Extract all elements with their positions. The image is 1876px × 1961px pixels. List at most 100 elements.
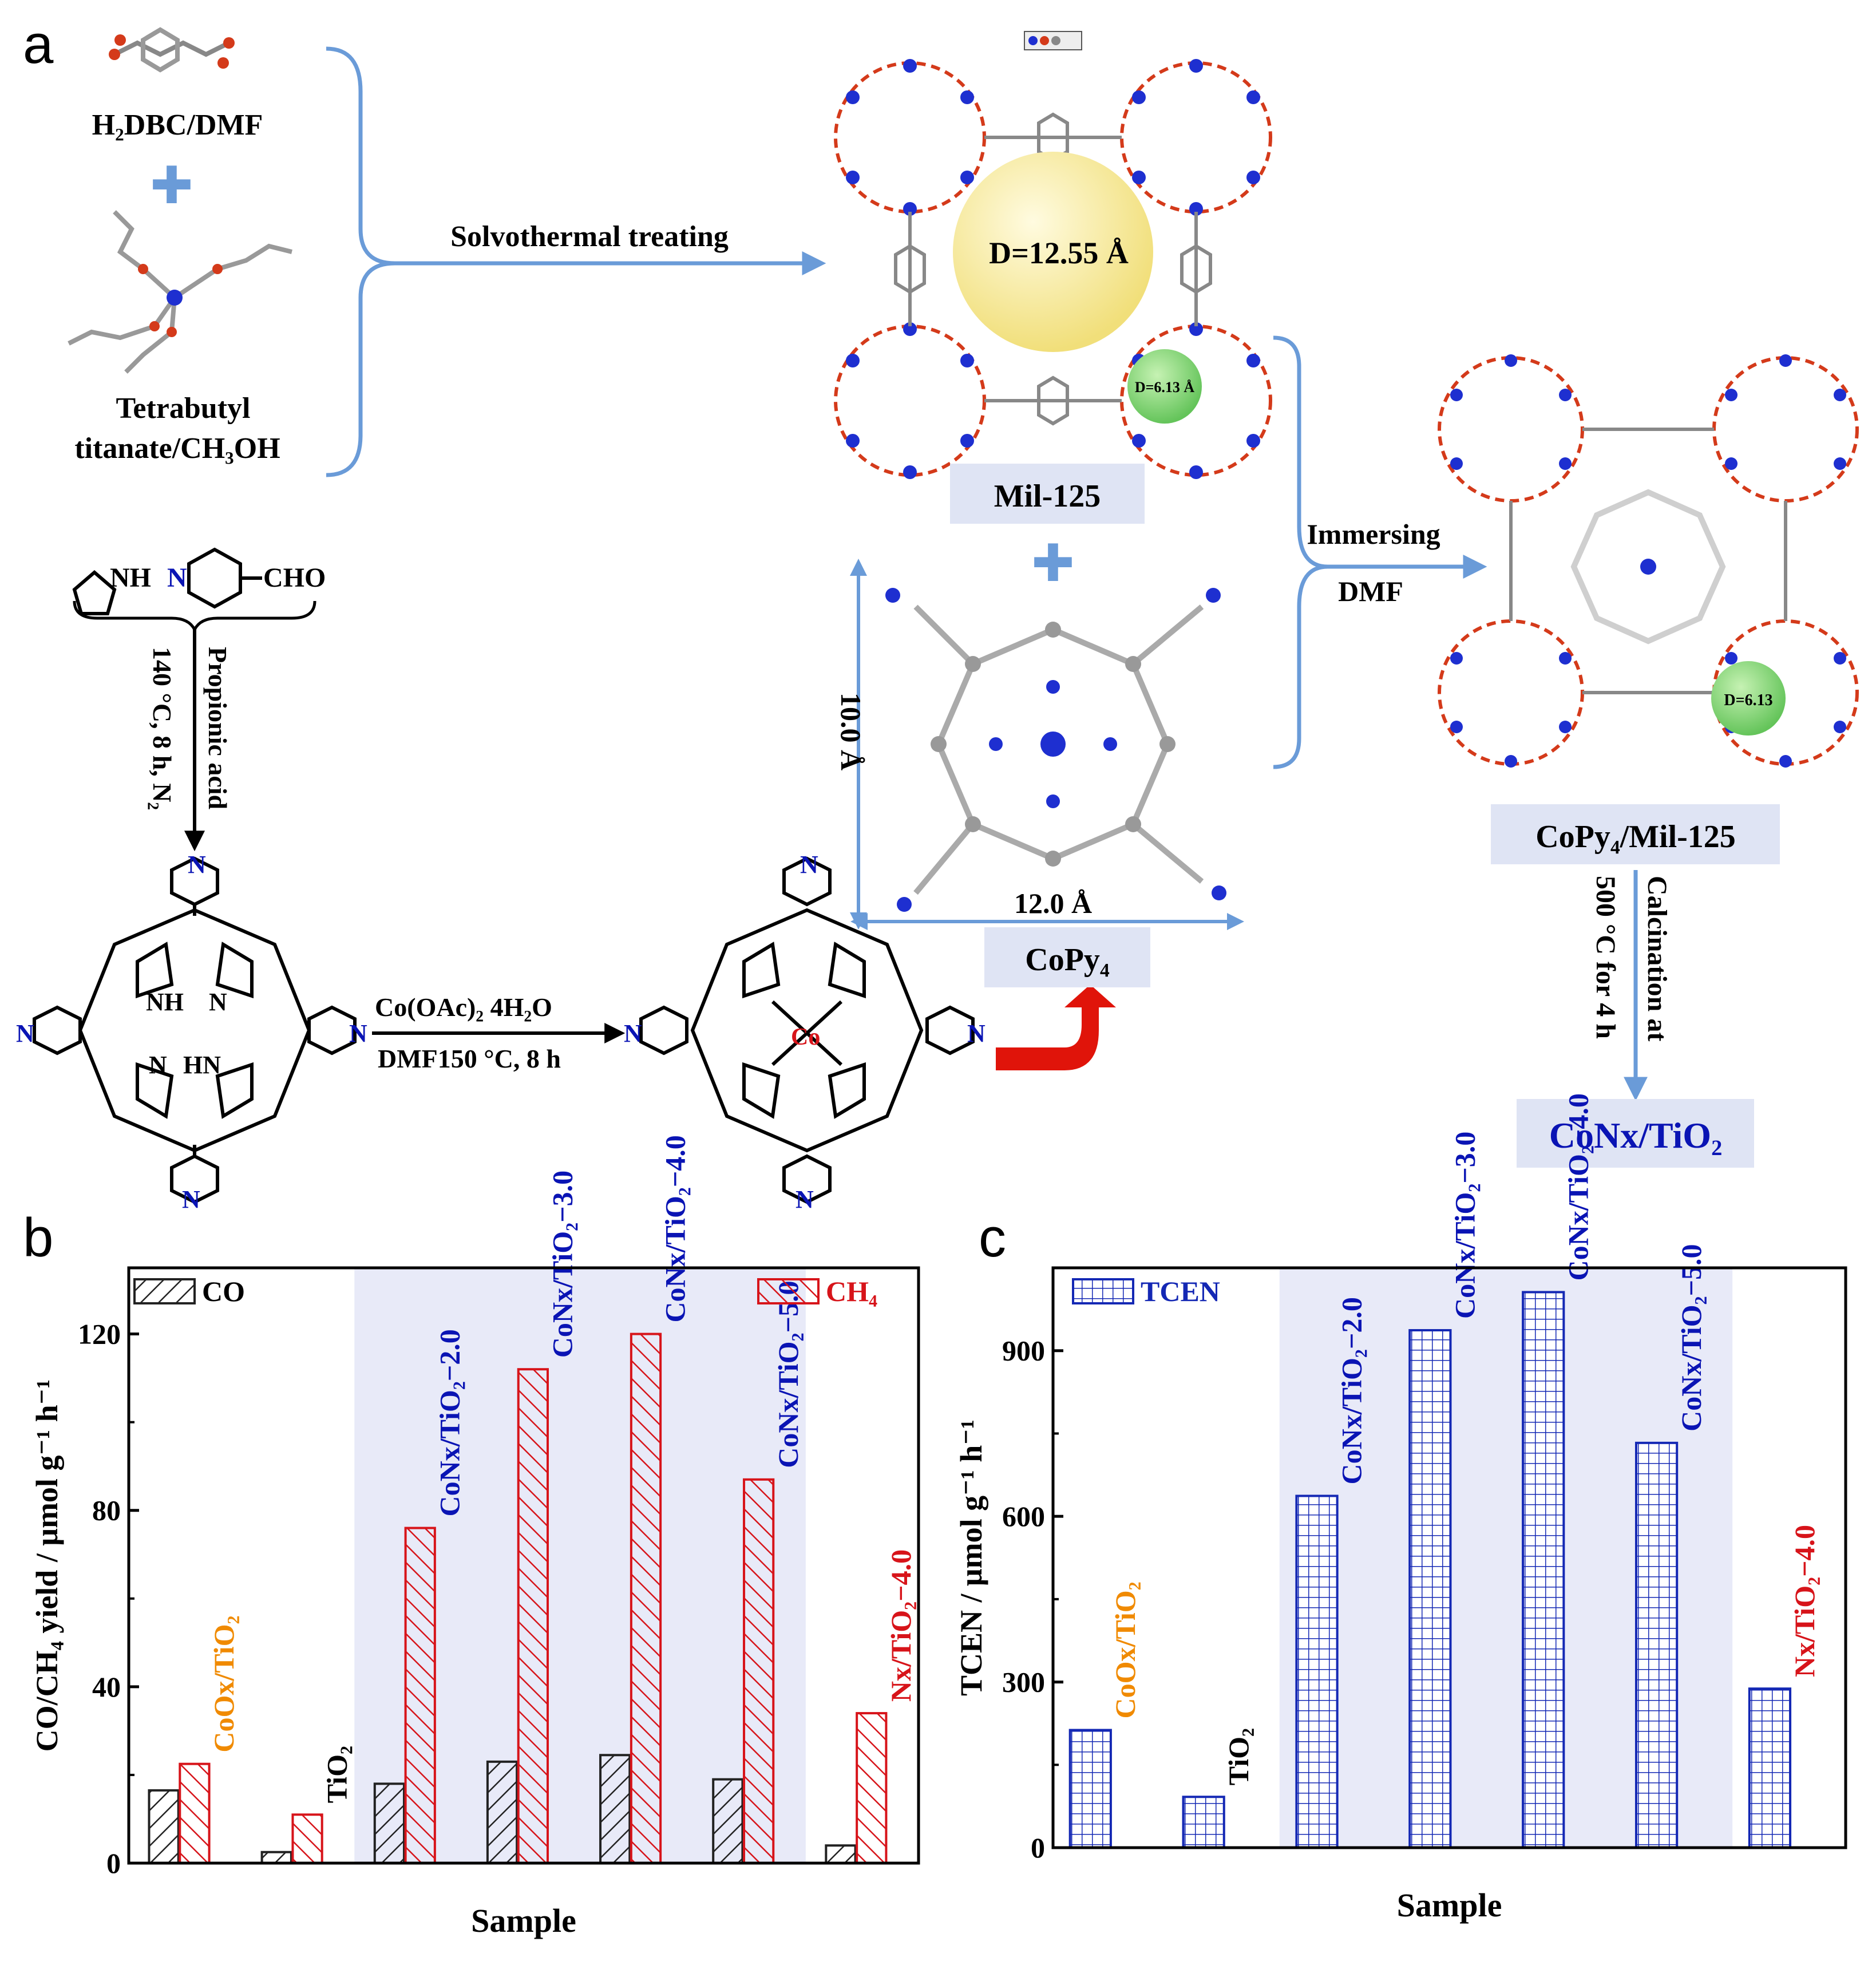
copy4-right-n: N	[967, 1019, 986, 1047]
calcination-conditions-label: 500 °C for 4 h	[1590, 876, 1621, 1039]
bar-TCEN-0	[1068, 1729, 1112, 1849]
copy4-bottom-n: N	[795, 1185, 814, 1213]
copy4-co-label: Co	[791, 1024, 820, 1050]
bar-CH₄-1	[291, 1813, 323, 1865]
immersing-label: Immersing	[1307, 518, 1440, 550]
composite-small-cavity-sphere	[1711, 661, 1786, 736]
legend-tcen-swatch	[1072, 1278, 1134, 1304]
y-axis-label: CO/CH₄ yield / μmol g⁻¹ h⁻¹	[30, 1379, 64, 1752]
bar-CH₄-3	[517, 1368, 549, 1865]
panel-a-letter: a	[23, 14, 54, 75]
y-axis-label: TCEN / μmol g⁻¹ h⁻¹	[954, 1420, 988, 1696]
y-tick-label: 900	[1002, 1335, 1045, 1367]
red-curved-arrow-icon	[996, 985, 1116, 1070]
mil-125-label-box	[950, 464, 1145, 524]
legend-ch4-label: CH₄	[826, 1275, 877, 1307]
category-label: CoNx/TiO₂−2.0	[1336, 1297, 1368, 1484]
plus-sign-icon: ✚	[150, 158, 193, 215]
bar-TCEN-5	[1634, 1441, 1679, 1849]
solvothermal-label: Solvothermal treating	[450, 220, 729, 253]
category-label: Nx/TiO₂−4.0	[885, 1549, 917, 1702]
panel-c-letter: c	[979, 1207, 1006, 1268]
bar-CH₄-6	[856, 1712, 888, 1864]
porphyrin-bottom-pyridine-n: N	[182, 1185, 200, 1213]
copy4-molecule-icon	[639, 856, 975, 1204]
porphyrin-top-pyridine-n: N	[188, 851, 206, 879]
panel-a-scheme: a H₂DBC/DMF ✚ Tetrabutyl titanate/CH₃OH	[16, 14, 1859, 1213]
porphyrin-n-label-2: N	[149, 1051, 167, 1079]
metalation-conditions-label: DMF150 °C, 8 h	[378, 1044, 561, 1073]
copy4-horizontal-dimension: 12.0 Å	[1014, 887, 1092, 919]
category-label: TiO₂	[320, 1746, 353, 1803]
legend-co-swatch	[133, 1278, 196, 1304]
y-tick-label: 120	[78, 1318, 121, 1350]
copy4-label: CoPy₄	[1025, 942, 1110, 978]
porphyrin-left-pyridine-n: N	[16, 1019, 34, 1047]
bar-CO-0	[148, 1789, 180, 1865]
x-axis-label: Sample	[471, 1902, 576, 1939]
porphyrin-nh-label: NH	[146, 988, 184, 1016]
composite-label: CoPy₄/Mil-125	[1535, 819, 1736, 855]
immersing-brace	[1273, 335, 1328, 769]
y-tick-label: 40	[92, 1671, 121, 1703]
copy4-mil-125-composite: D=6.13	[1438, 354, 1859, 768]
copy4-3d-model	[850, 559, 1244, 930]
bar-CH₄-5	[743, 1478, 775, 1865]
metalation-reagent-label: Co(OAc)₂ 4H₂O	[375, 993, 552, 1022]
small-cavity-label: D=6.13 Å	[1135, 379, 1195, 396]
plot-frame	[127, 1266, 920, 1865]
category-label: CoNx/TiO₂−3.0	[1448, 1132, 1481, 1319]
category-label: CoOx/TiO₂	[1109, 1582, 1141, 1718]
bar-TCEN-2	[1295, 1495, 1339, 1849]
immersing-solvent-label: DMF	[1338, 575, 1403, 607]
bar-CO-2	[373, 1782, 406, 1864]
copy4-left-n: N	[624, 1019, 642, 1047]
bar-CO-6	[825, 1844, 857, 1865]
category-label: CoNx/TiO₂−2.0	[433, 1329, 465, 1516]
legend-co-label: CO	[202, 1275, 245, 1307]
final-product-label: CoNx/TiO₂	[1549, 1115, 1723, 1156]
panel-b-chart: b CoOx/TiO₂TiO₂CoNx/TiO₂−2.0CoNx/TiO₂−3.…	[23, 1135, 920, 1939]
calcination-label: Calcination at	[1642, 876, 1672, 1041]
final-product-label-box	[1517, 1099, 1754, 1168]
h2dbc-molecule-icon	[109, 27, 235, 73]
category-label: Nx/TiO₂−4.0	[1788, 1525, 1820, 1677]
pyrrole-nh-label: NH	[110, 563, 151, 593]
category-label: CoNx/TiO₂−3.0	[547, 1171, 579, 1358]
condensation-conditions-label: 140 °C, 8 h, N₂	[148, 647, 177, 810]
copy4-label-box	[984, 927, 1150, 987]
small-cavity-sphere	[1127, 349, 1202, 424]
category-label: CoNx/TiO₂−4.0	[1562, 1093, 1594, 1280]
category-label: TiO₂	[1222, 1728, 1254, 1785]
large-cavity-sphere	[953, 152, 1153, 352]
porphyrin-right-pyridine-n: N	[349, 1019, 367, 1047]
copy4-top-n: N	[800, 851, 818, 879]
titanate-label-line2: titanate/CH₃OH	[74, 432, 280, 465]
bar-TCEN-6	[1748, 1687, 1792, 1849]
category-label: CoNx/TiO₂−5.0	[1675, 1244, 1707, 1432]
composite-label-box	[1491, 804, 1780, 864]
mil-125-framework: D=12.55 Å D=6.13 Å	[834, 31, 1272, 479]
bar-TCEN-4	[1522, 1291, 1565, 1849]
reagent-brace	[326, 46, 395, 477]
bar-CO-3	[486, 1760, 519, 1864]
bar-CO-5	[712, 1778, 744, 1865]
bar-CO-1	[260, 1851, 292, 1864]
bar-TCEN-1	[1182, 1796, 1225, 1849]
panel-b-letter: b	[23, 1207, 53, 1268]
bar-CH₄-0	[179, 1762, 211, 1865]
mil-125-label: Mil-125	[994, 479, 1101, 514]
bar-TCEN-3	[1408, 1329, 1452, 1849]
y-tick-label: 80	[92, 1495, 121, 1527]
titanate-label-line1: Tetrabutyl	[116, 392, 251, 425]
pyridine-n-label: N	[167, 563, 187, 593]
condensation-solvent-label: Propionic acid	[203, 647, 232, 810]
legend-tcen-label: TCEN	[1141, 1275, 1220, 1307]
y-tick-label: 600	[1002, 1500, 1045, 1532]
category-label: CoNx/TiO₂−4.0	[659, 1135, 691, 1322]
bar-CH₄-4	[630, 1333, 662, 1865]
y-tick-label: 300	[1002, 1666, 1045, 1698]
legend-ch4-swatch	[757, 1278, 820, 1304]
aldehyde-label: CHO	[263, 563, 326, 593]
